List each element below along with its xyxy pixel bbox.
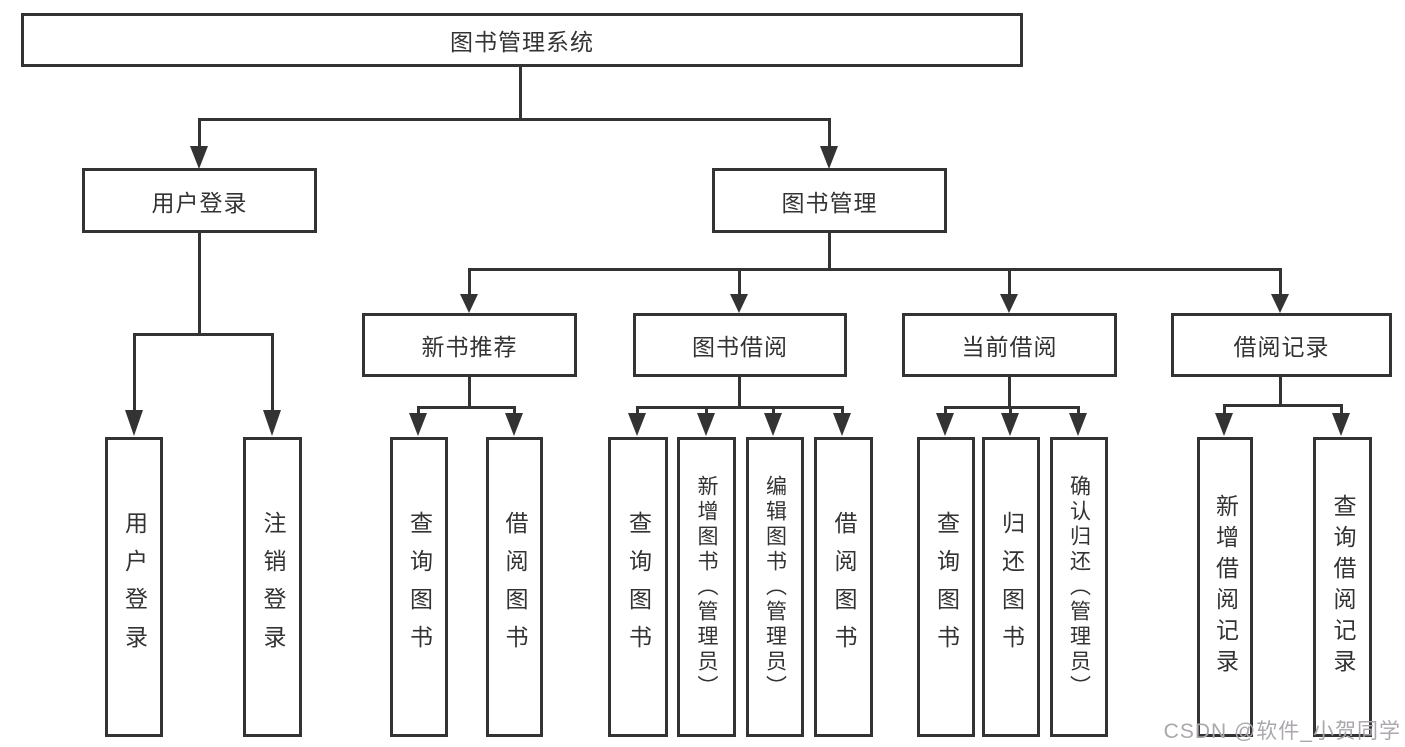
- connector-vline: [198, 120, 201, 148]
- connector-vline: [828, 120, 831, 148]
- connector-vline: [519, 67, 522, 120]
- connector-hline: [468, 268, 1282, 271]
- connector-vline: [417, 408, 420, 414]
- connector-vline: [1279, 271, 1282, 295]
- leaf-query-books-recommend: 查询图书: [390, 437, 448, 737]
- node-book-management: 图书管理: [712, 168, 947, 233]
- arrow-down-icon: [505, 413, 523, 436]
- arrow-down-icon: [730, 294, 748, 313]
- connector-hline: [1223, 404, 1343, 407]
- connector-vline: [468, 377, 471, 409]
- connector-vline: [705, 408, 708, 414]
- arrow-down-icon: [1271, 294, 1289, 313]
- connector-vline: [133, 335, 136, 411]
- arrow-down-icon: [820, 146, 838, 169]
- arrow-down-icon: [190, 146, 208, 169]
- connector-hline: [133, 333, 274, 336]
- connector-vline: [944, 408, 947, 414]
- leaf-borrow-books: 借阅图书: [814, 437, 873, 737]
- connector-vline: [513, 408, 516, 414]
- connector-vline: [738, 377, 741, 409]
- connector-vline: [1279, 377, 1282, 407]
- leaf-logout: 注销登录: [243, 437, 302, 737]
- leaf-add-book-admin: 新增图书（管理员）: [677, 437, 736, 737]
- arrow-down-icon: [460, 294, 478, 313]
- arrow-down-icon: [409, 413, 427, 436]
- arrow-down-icon: [764, 413, 782, 436]
- leaf-query-borrow-record: 查询借阅记录: [1313, 437, 1372, 737]
- leaf-query-books-current: 查询图书: [917, 437, 975, 737]
- connector-vline: [1340, 406, 1343, 414]
- node-user-login: 用户登录: [82, 168, 317, 233]
- arrow-down-icon: [125, 410, 143, 436]
- connector-vline: [772, 408, 775, 414]
- connector-hline: [417, 406, 516, 409]
- connector-vline: [636, 408, 639, 414]
- connector-vline: [738, 271, 741, 295]
- connector-vline: [271, 335, 274, 411]
- connector-vline: [198, 233, 201, 336]
- arrow-down-icon: [697, 413, 715, 436]
- connector-hline: [198, 118, 831, 121]
- leaf-edit-book-admin: 编辑图书（管理员）: [746, 437, 804, 737]
- node-library-management-system: 图书管理系统: [21, 13, 1023, 67]
- connector-hline: [636, 406, 844, 409]
- leaf-borrow-books-recommend: 借阅图书: [486, 437, 543, 737]
- arrow-down-icon: [1332, 413, 1350, 436]
- arrow-down-icon: [263, 410, 281, 436]
- arrow-down-icon: [628, 413, 646, 436]
- csdn-watermark: CSDN @软件_小贺同学: [1163, 720, 1401, 743]
- arrow-down-icon: [833, 413, 851, 436]
- arrow-down-icon: [1069, 413, 1087, 436]
- connector-vline: [1077, 408, 1080, 414]
- arrow-down-icon: [936, 413, 954, 436]
- connector-vline: [1008, 271, 1011, 295]
- node-current-borrow: 当前借阅: [902, 313, 1117, 377]
- node-borrow-records: 借阅记录: [1171, 313, 1392, 377]
- connector-vline: [1009, 408, 1012, 414]
- leaf-confirm-return-admin: 确认归还（管理员）: [1050, 437, 1108, 737]
- leaf-user-login: 用户登录: [105, 437, 163, 737]
- node-book-borrow: 图书借阅: [633, 313, 847, 377]
- connector-vline: [1008, 377, 1011, 409]
- connector-vline: [468, 271, 471, 295]
- leaf-add-borrow-record: 新增借阅记录: [1197, 437, 1253, 737]
- connector-vline: [1223, 406, 1226, 414]
- arrow-down-icon: [1215, 413, 1233, 436]
- connector-hline: [944, 406, 1080, 409]
- node-new-book-recommend: 新书推荐: [362, 313, 577, 377]
- connector-vline: [828, 233, 831, 271]
- leaf-return-books: 归还图书: [982, 437, 1040, 737]
- leaf-query-books-borrow: 查询图书: [608, 437, 668, 737]
- connector-vline: [841, 408, 844, 414]
- arrow-down-icon: [1001, 413, 1019, 436]
- arrow-down-icon: [1000, 294, 1018, 313]
